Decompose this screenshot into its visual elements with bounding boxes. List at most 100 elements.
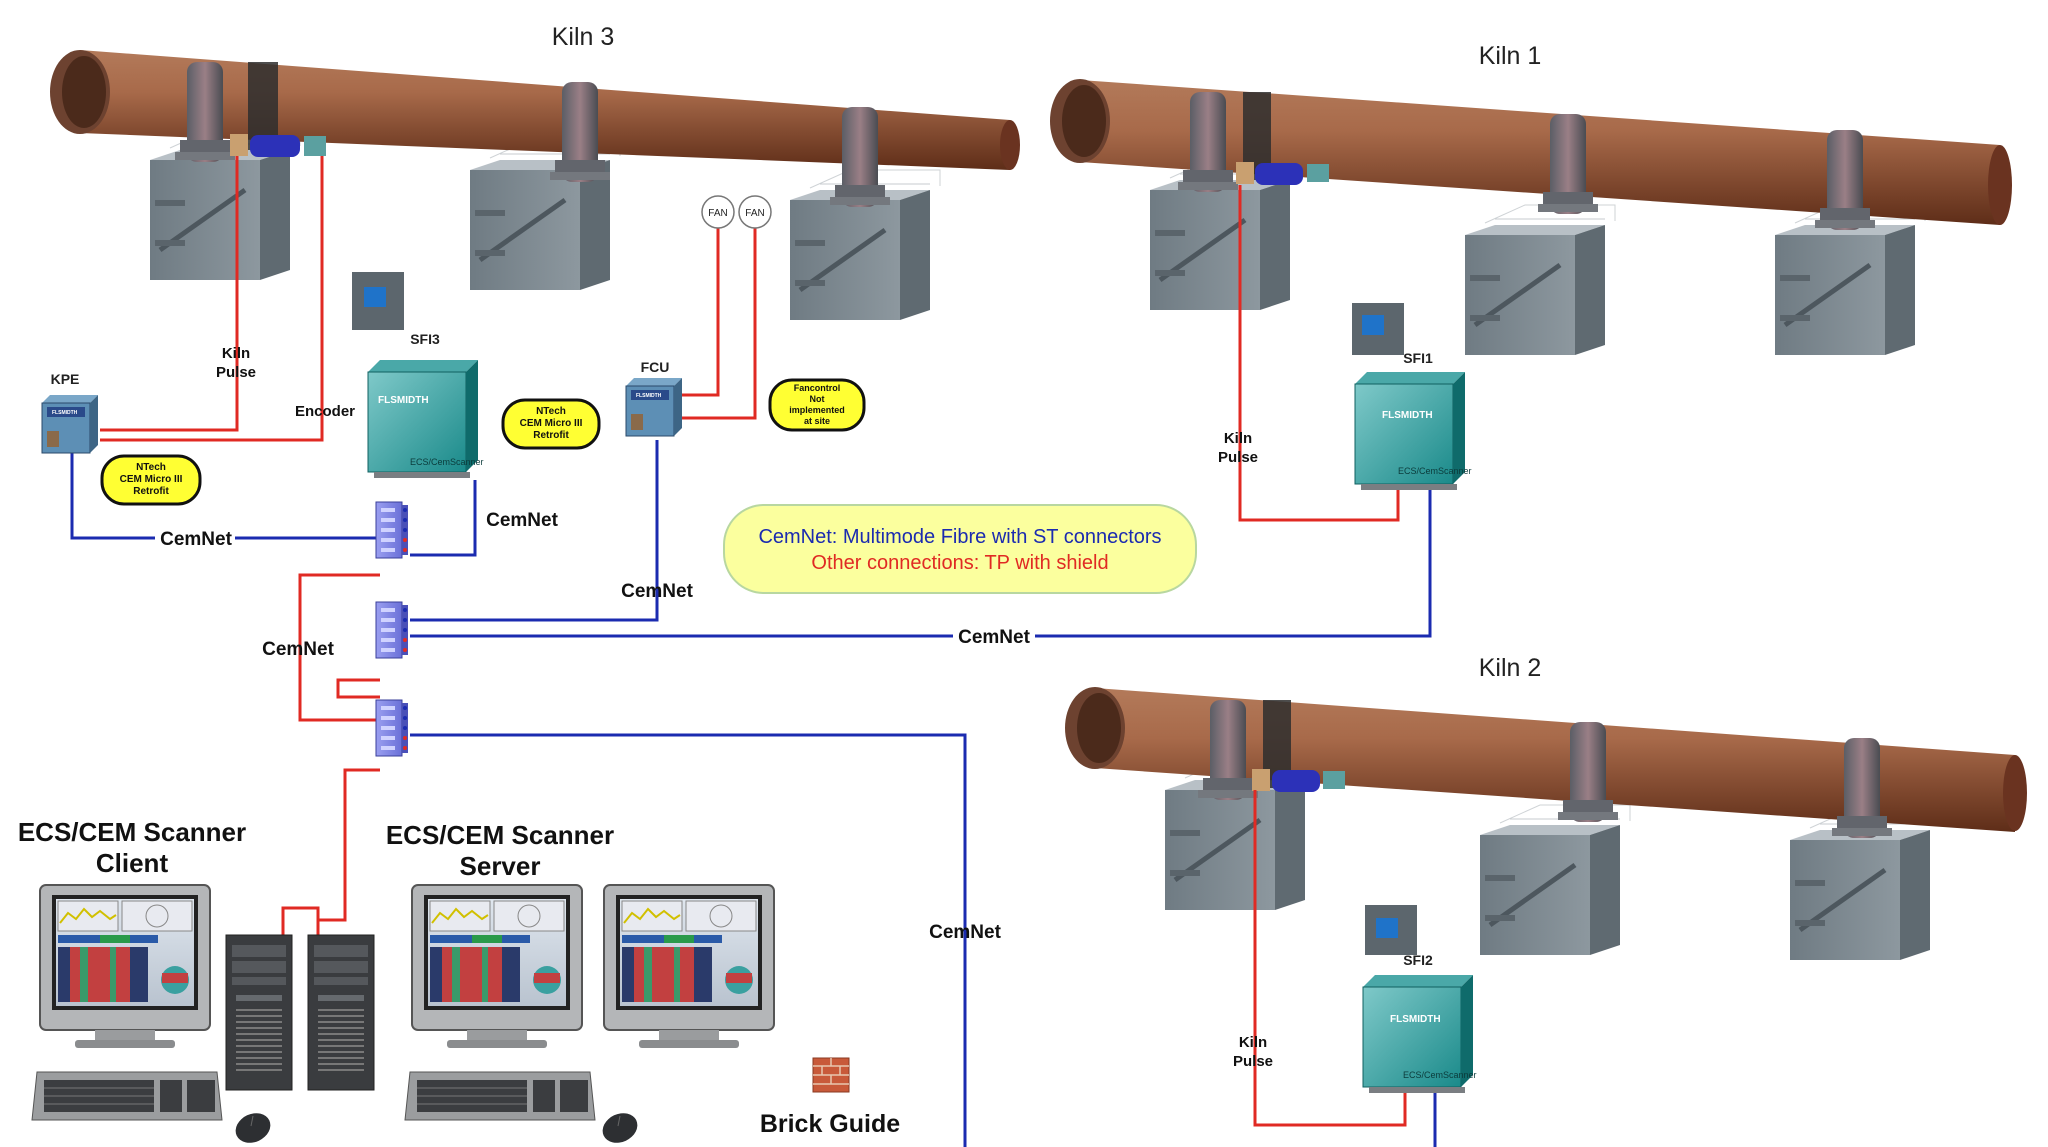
cemnet-label-kpe: CemNet: [160, 529, 232, 550]
legend-tp: Other connections: TP with shield: [811, 552, 1108, 574]
kiln-1-pier-2: [1465, 205, 1615, 355]
connection-legend: CemNet: Multimode Fibre with ST connecto…: [723, 504, 1197, 594]
fibre-switch-3: [375, 699, 409, 757]
switch-link-red-2: [336, 678, 380, 699]
sfi3-brand: FLSMIDTH: [378, 395, 429, 406]
kiln-3-group: Kiln 3: [50, 23, 1020, 330]
kiln-1-pulse-label-1: Kiln: [1224, 430, 1252, 447]
brick-guide: Brick Guide: [760, 1057, 900, 1138]
kpe-box: KPE FLSMIDTH: [41, 371, 99, 454]
kiln-3-pulse-label-1: Kiln: [222, 345, 250, 362]
pc-interconnect-wire: [281, 906, 320, 938]
cemnet-label-switch: CemNet: [262, 639, 334, 660]
kiln-3-pulse-wire: [100, 156, 239, 432]
server-title-line1: ECS/CEM Scanner: [386, 820, 614, 850]
svg-text:Retrofit: Retrofit: [533, 430, 569, 441]
client-workstation: ECS/CEM Scanner Client: [18, 817, 293, 1147]
sfi3-label: SFI3: [410, 331, 440, 347]
kiln-2-scanner-head: [1272, 770, 1320, 792]
fcu-box: FCU FLSMIDTH: [625, 359, 683, 437]
ntech-callout-kpe: NTech CEM Micro III Retrofit: [100, 454, 202, 506]
client-keyboard: [31, 1071, 223, 1121]
kpe-cemnet-line: [70, 450, 380, 540]
kiln-2-pulse-label-2: Pulse: [1233, 1053, 1273, 1070]
sfi2-label: SFI2: [1403, 952, 1433, 968]
client-monitor: [39, 884, 211, 1049]
svg-text:Fancontrol: Fancontrol: [794, 383, 841, 393]
cemnet-label-fcu: CemNet: [621, 581, 693, 602]
server-monitor-2: [603, 884, 775, 1049]
kiln-1-shell: [1080, 80, 2000, 225]
fan-1-label: FAN: [708, 208, 727, 219]
kiln-2-title: Kiln 2: [1479, 654, 1542, 682]
fan-2-label: FAN: [745, 208, 764, 219]
client-tower: [225, 934, 293, 1091]
sfi2-brand: FLSMIDTH: [1390, 1014, 1441, 1025]
sfi3-cemnet-line: [410, 480, 477, 557]
svg-text:NTech: NTech: [536, 406, 566, 417]
fan-control-callout: Fancontrol Not implemented at site: [768, 378, 866, 432]
server-keyboard: [404, 1071, 596, 1121]
cemnet-label-sfi3: CemNet: [486, 510, 558, 531]
server-tower: [307, 934, 375, 1091]
kiln-3-title: Kiln 3: [552, 23, 615, 51]
switch-link-red-1: [298, 573, 380, 722]
brick-guide-label: Brick Guide: [760, 1110, 900, 1138]
brick-icon: [812, 1057, 850, 1093]
fcu-label: FCU: [641, 359, 670, 375]
fcu-brand: FLSMIDTH: [636, 393, 662, 399]
kiln-3-encoder-wire: [100, 156, 324, 442]
kiln-1-title: Kiln 1: [1479, 42, 1542, 70]
cemnet-label-sfi2: CemNet: [929, 922, 1001, 943]
fcu-cemnet-line: [410, 440, 659, 622]
sfi2-box: SFI2 FLSMIDTH ECS/CemScanner: [1362, 952, 1477, 1094]
client-mouse: [230, 1107, 276, 1147]
cemnet-label-sfi1: CemNet: [958, 627, 1030, 648]
svg-text:NTech: NTech: [136, 462, 166, 473]
svg-text:at site: at site: [804, 416, 830, 426]
client-title-line1: ECS/CEM Scanner: [18, 817, 246, 847]
kiln-3-pulse-label-2: Pulse: [216, 364, 256, 381]
svg-text:implemented: implemented: [789, 405, 845, 415]
ntech-callout-sfi3: NTech CEM Micro III Retrofit: [501, 398, 601, 450]
sfi3-box: SFI3 FLSMIDTH ECS/CemScanner: [367, 331, 484, 479]
kiln-1-scanner-head: [1255, 163, 1303, 185]
cemnet-wires: [70, 440, 1437, 1147]
sfi3-model: ECS/CemScanner: [410, 457, 484, 467]
server-title-line2: Server: [460, 851, 541, 881]
legend-cemnet: CemNet: Multimode Fibre with ST connecto…: [758, 526, 1161, 548]
wire-labels: Kiln Pulse Encoder CemNet CemNet CemNet …: [155, 345, 1273, 1070]
kiln-3-scanner-head: [250, 135, 300, 157]
fan-2-wire: [668, 228, 757, 420]
sfi2-cemnet-line: [410, 733, 1437, 1147]
server-workstation: ECS/CEM Scanner Server: [307, 820, 775, 1147]
kiln-2-pulse-wire: [1253, 790, 1407, 1127]
sfi2-model: ECS/CemScanner: [1403, 1070, 1477, 1080]
svg-text:CEM Micro III: CEM Micro III: [520, 418, 583, 429]
kiln-2-pier-2: [1480, 805, 1630, 955]
kiln-1-group: Kiln 1: [1050, 42, 2012, 355]
encoder-label: Encoder: [295, 403, 355, 420]
server-monitor-1: [411, 884, 583, 1049]
server-mouse: [597, 1107, 643, 1147]
fan-1-wire: [668, 228, 720, 397]
sfi1-box: SFI1 FLSMIDTH ECS/CemScanner: [1354, 350, 1472, 491]
svg-text:CEM Micro III: CEM Micro III: [120, 474, 183, 485]
kpe-brand: FLSMIDTH: [52, 410, 78, 416]
svg-text:Retrofit: Retrofit: [133, 486, 169, 497]
tp-wires: [100, 156, 1407, 1127]
sfi1-label: SFI1: [1403, 350, 1433, 366]
sfi1-brand: FLSMIDTH: [1382, 410, 1433, 421]
fibre-switch-2: [375, 601, 409, 659]
kiln-1-pulse-wire: [1238, 185, 1400, 522]
switch-to-server-wire: [318, 768, 380, 922]
kpe-label: KPE: [51, 371, 80, 387]
svg-text:Not: Not: [810, 394, 825, 404]
kiln-1-pulse-label-2: Pulse: [1218, 449, 1258, 466]
sfi1-cemnet-line: [410, 485, 1432, 638]
kiln-2-pulse-label-1: Kiln: [1239, 1034, 1267, 1051]
fan-1: FAN: [701, 195, 735, 229]
kiln-2-shell: [1095, 688, 2015, 832]
kiln-2-group: Kiln 2: [1065, 654, 2027, 960]
